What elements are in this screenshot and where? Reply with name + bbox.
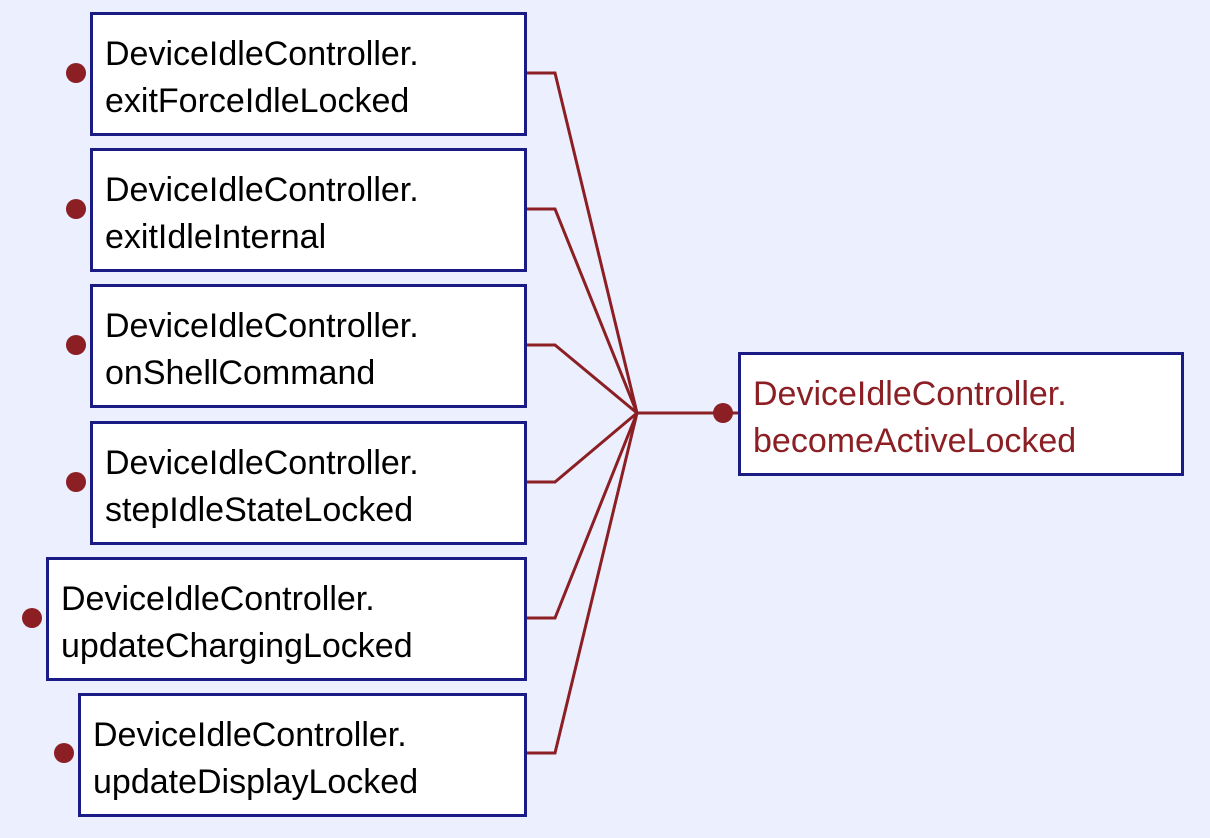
edge-exitForceIdleLocked — [527, 71, 639, 414]
caller-port — [66, 335, 86, 355]
node-method-label: exitIdleInternal — [105, 218, 327, 256]
caller-node-onShellCommand[interactable]: DeviceIdleController. onShellCommand — [90, 284, 527, 408]
node-class-label: DeviceIdleController. — [105, 307, 419, 345]
node-method-label: exitForceIdleLocked — [105, 82, 410, 120]
edge-stepIdleStateLocked — [527, 411, 638, 484]
node-method-label: stepIdleStateLocked — [105, 491, 414, 529]
caller-node-updateChargingLocked[interactable]: DeviceIdleController. updateChargingLock… — [46, 557, 527, 681]
node-method-label: becomeActiveLocked — [753, 422, 1077, 460]
node-class-label: DeviceIdleController. — [105, 171, 419, 209]
node-class-label: DeviceIdleController. — [753, 375, 1067, 413]
target-port — [713, 403, 733, 423]
node-class-label: DeviceIdleController. — [105, 35, 419, 73]
node-class-label: DeviceIdleController. — [105, 444, 419, 482]
node-method-label: onShellCommand — [105, 354, 376, 392]
target-node-becomeActiveLocked[interactable]: DeviceIdleController. becomeActiveLocked — [738, 352, 1184, 476]
caller-port — [54, 743, 74, 763]
caller-port — [22, 608, 42, 628]
edge-onShellCommand — [527, 343, 638, 415]
caller-node-exitIdleInternal[interactable]: DeviceIdleController. exitIdleInternal — [90, 148, 527, 272]
edge-updateChargingLocked — [527, 412, 639, 620]
caller-port — [66, 199, 86, 219]
caller-port — [66, 63, 86, 83]
caller-node-stepIdleStateLocked[interactable]: DeviceIdleController. stepIdleStateLocke… — [90, 421, 527, 545]
edge-updateDisplayLocked — [527, 412, 639, 755]
node-class-label: DeviceIdleController. — [61, 580, 375, 618]
node-class-label: DeviceIdleController. — [93, 716, 407, 754]
caller-port — [66, 472, 86, 492]
edge-exitIdleInternal — [527, 207, 639, 414]
node-method-label: updateDisplayLocked — [93, 763, 419, 801]
caller-node-updateDisplayLocked[interactable]: DeviceIdleController. updateDisplayLocke… — [78, 693, 527, 817]
node-method-label: updateChargingLocked — [61, 627, 413, 665]
caller-node-exitForceIdleLocked[interactable]: DeviceIdleController. exitForceIdleLocke… — [90, 12, 527, 136]
